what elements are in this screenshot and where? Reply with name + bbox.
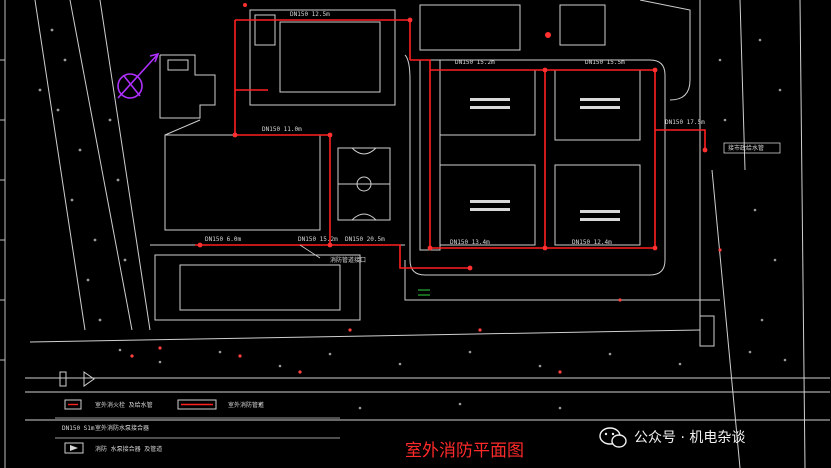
fire-hydrant-icons bbox=[197, 3, 708, 271]
legend-item-3: 室外消防水泵接合器 bbox=[95, 424, 149, 432]
east-road bbox=[699, 0, 806, 468]
legend-symbol-2 bbox=[177, 399, 217, 410]
building-north-main bbox=[249, 9, 396, 106]
green-marks bbox=[418, 289, 430, 296]
residential-blocks bbox=[419, 59, 641, 251]
south-road-dots bbox=[118, 348, 752, 410]
west-road-edge bbox=[34, 0, 151, 331]
legend: 室外消火栓 及给水管 室外消防管道 DN150 S1m 室外消防水泵接合器 消防… bbox=[55, 399, 340, 454]
building-north-west bbox=[159, 54, 216, 119]
legend-pipe-size: DN150 S1m bbox=[62, 425, 95, 432]
south-road bbox=[25, 329, 830, 421]
building-south-west bbox=[154, 254, 361, 321]
drawing-title: 室外消防平面图 bbox=[405, 441, 524, 461]
legend-symbol-1 bbox=[64, 399, 82, 410]
basketball-court bbox=[337, 147, 391, 221]
window-pattern bbox=[470, 98, 620, 221]
callout-main-connection: 消防管道接口 bbox=[330, 256, 366, 264]
pipe-label-right-top: DN150 15.5m bbox=[585, 59, 625, 66]
north-arrow-icon bbox=[117, 52, 160, 99]
pipe-label-right-inner: DN150 17.5m bbox=[665, 119, 705, 126]
marker-dots bbox=[130, 248, 722, 374]
wechat-icon bbox=[599, 427, 627, 448]
legend-item-4: 消防 水泵接合器 及管道 bbox=[95, 445, 162, 453]
callout-right-connection: 接市政给水管 bbox=[728, 144, 764, 152]
watermark-text: 公众号 · 机电杂谈 bbox=[634, 430, 745, 446]
legend-corner-marks bbox=[59, 371, 95, 387]
pipe-label-bottom-mid: DN150 15.2m bbox=[298, 236, 338, 243]
west-landscape-dots bbox=[38, 28, 127, 322]
pipe-label-bottom-right: DN150 12.4m bbox=[572, 239, 612, 246]
pipe-label-bottom-left: DN150 6.0m bbox=[205, 236, 242, 243]
pipe-label-bottom-center: DN150 13.4m bbox=[450, 239, 490, 246]
callout-leader bbox=[299, 244, 321, 259]
fire-main-pipe bbox=[195, 19, 706, 269]
pipe-label-top: DN150 12.5m bbox=[290, 11, 330, 18]
pipe-label-left-mid: DN150 11.0m bbox=[262, 126, 302, 133]
building-west-large bbox=[164, 119, 321, 231]
legend-symbol-4 bbox=[64, 442, 84, 454]
pipe-label-mid-top: DN150 15.2m bbox=[455, 59, 495, 66]
callout-box bbox=[723, 142, 781, 154]
buildings-north-east bbox=[419, 0, 691, 60]
legend-item-1: 室外消火栓 及给水管 bbox=[95, 401, 153, 409]
east-landscape-dots bbox=[718, 38, 787, 362]
legend-item-2: 室外消防管道 bbox=[228, 401, 264, 409]
frame-ticks bbox=[0, 59, 5, 361]
pipe-label-bottom-mid2: DN150 20.5m bbox=[345, 236, 385, 243]
